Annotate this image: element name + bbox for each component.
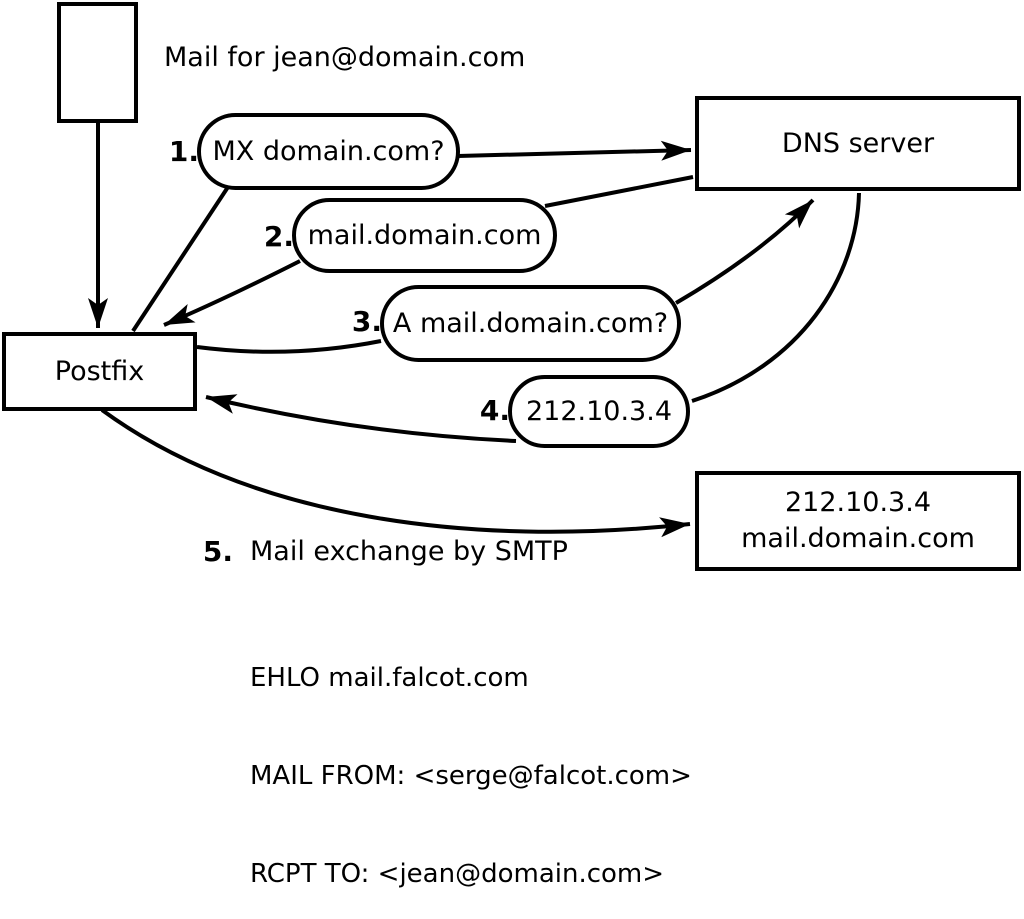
arrow-a-query-to-dns [674, 198, 815, 305]
smtp-session-transcript: EHLO mail.falcot.com MAIL FROM: <serge@f… [250, 597, 692, 919]
mail-server-node: 212.10.3.4 mail.domain.com [695, 471, 1021, 571]
line-postfix-to-a-query [196, 339, 382, 354]
step-3-label: A mail.domain.com? [392, 308, 669, 339]
arrow-mx-query-to-dns [457, 140, 692, 161]
step-5-number: 5. [202, 535, 233, 568]
smtp-line: EHLO mail.falcot.com [250, 663, 529, 694]
step-1-label: MX domain.com? [212, 136, 445, 167]
step-1-number: 1. [168, 135, 199, 168]
smtp-line: MAIL FROM: <serge@falcot.com> [250, 760, 692, 791]
arrow-mx-answer-to-postfix [163, 259, 301, 327]
step-3-a-query-pill: A mail.domain.com? [380, 285, 681, 362]
arrow-postfix-to-mailserver-smtp [100, 408, 691, 538]
line-postfix-to-mx-query [131, 185, 230, 333]
mail-message-icon [57, 2, 138, 123]
smtp-line: RCPT TO: <jean@domain.com> [250, 858, 665, 889]
line-dns-to-mx-answer [544, 175, 694, 208]
dns-server-node: DNS server [695, 96, 1021, 191]
mail-server-hostname: mail.domain.com [741, 523, 975, 554]
step-1-mx-query-pill: MX domain.com? [197, 113, 460, 190]
step-2-label: mail.domain.com [307, 220, 542, 251]
step-2-mx-answer-pill: mail.domain.com [292, 198, 557, 273]
step-3-number: 3. [351, 305, 382, 338]
step-2-number: 2. [263, 220, 294, 253]
diagram-title: Mail for jean@domain.com [164, 42, 526, 73]
step-5-label: Mail exchange by SMTP [250, 536, 568, 567]
line-dns-to-a-answer [691, 192, 861, 403]
step-4-a-answer-pill: 212.10.3.4 [508, 375, 690, 448]
mail-server-ip: 212.10.3.4 [785, 487, 931, 519]
dns-server-label: DNS server [781, 127, 935, 159]
step-4-label: 212.10.3.4 [526, 396, 672, 427]
postfix-label: Postfix [54, 355, 145, 387]
step-4-number: 4. [479, 394, 510, 427]
postfix-node: Postfix [2, 332, 197, 411]
arrow-a-answer-to-postfix [205, 394, 517, 443]
